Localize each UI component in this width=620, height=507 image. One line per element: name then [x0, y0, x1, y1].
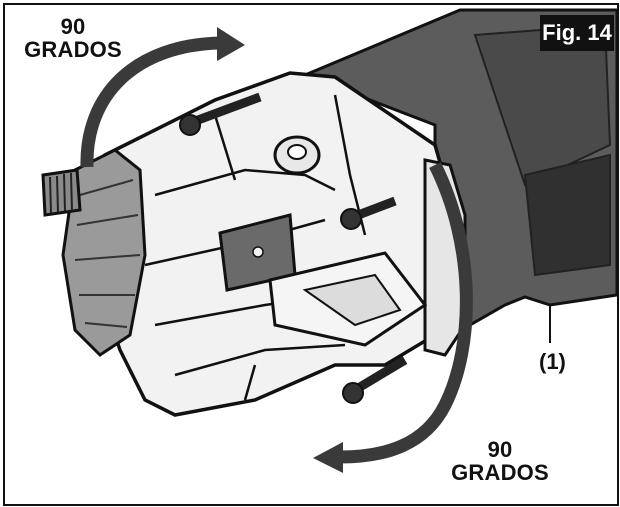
rotation-label-top: 90 GRADOS	[13, 15, 133, 61]
rotation-arrow-top-icon	[80, 36, 221, 168]
rotation-label-bottom: 90 GRADOS	[435, 438, 565, 484]
spindle-ribs	[74, 179, 141, 328]
spindle-threads	[49, 172, 73, 214]
rotation-top-unit: GRADOS	[24, 37, 122, 63]
figure-badge: Fig. 14	[540, 15, 614, 51]
rotation-top-degrees: 90	[60, 14, 86, 39]
rotation-arrow-top-head	[217, 27, 245, 61]
rotation-bottom-unit: GRADOS	[451, 460, 549, 486]
lock-button-dot	[252, 246, 264, 258]
rotation-arrow-bottom-head	[313, 442, 343, 473]
grinder-head-illustration	[41, 8, 617, 473]
screw-top	[179, 92, 262, 136]
rotation-arrow-bottom-icon	[339, 162, 473, 464]
threaded-spindle	[41, 168, 82, 217]
side-clamp-inner	[302, 273, 402, 327]
callout-label: (1)	[539, 349, 566, 374]
screw-bottom	[342, 356, 408, 404]
screw-middle	[340, 196, 397, 230]
rotation-bottom-degrees: 90	[487, 437, 513, 462]
spindle-flange	[61, 148, 147, 357]
top-boss-hole	[287, 144, 307, 160]
figure-frame: 90 GRADOS 90 GRADOS (1) Fig. 14	[3, 3, 619, 506]
housing-vent-panel	[523, 153, 611, 277]
